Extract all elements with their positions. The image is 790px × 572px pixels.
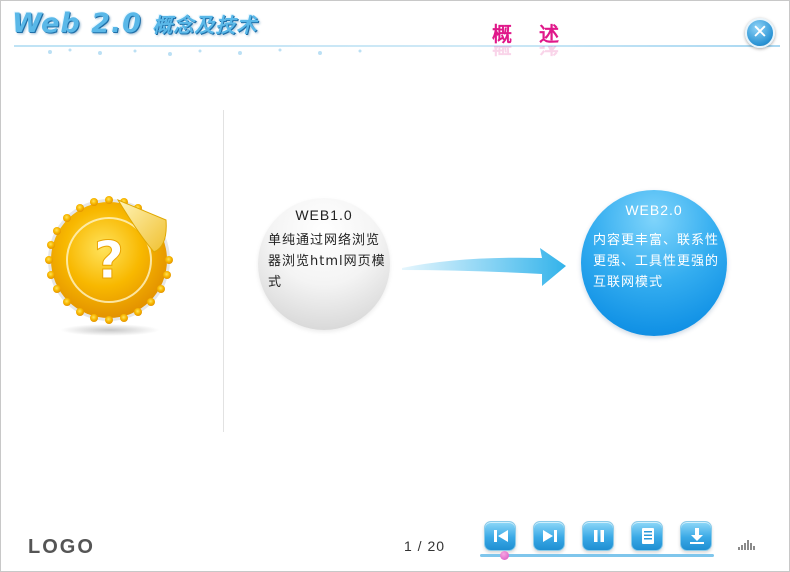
section-title-reflection: 概 述: [492, 46, 569, 58]
document-list-icon: [642, 528, 654, 544]
next-page-button[interactable]: [533, 521, 565, 551]
web2-description: 内容更丰富、联系性更强、工具性更强的互联网模式: [593, 233, 720, 290]
first-page-button[interactable]: [484, 521, 516, 551]
web1-title: WEB1.0: [295, 207, 353, 223]
header-divider: [14, 45, 780, 47]
question-badge: ?: [44, 196, 174, 341]
download-button[interactable]: [680, 521, 712, 551]
app-title-main: Web 2.0: [12, 8, 142, 39]
skip-back-icon: [494, 530, 508, 542]
volume-bars-icon[interactable]: [738, 538, 756, 550]
progress-track[interactable]: [480, 554, 714, 557]
app-title: Web 2.0 概念及技术: [12, 8, 257, 39]
app-title-sub: 概念及技术: [152, 13, 258, 37]
web1-circle: WEB1.0 单纯通过网络浏览器浏览html网页模式: [258, 198, 390, 330]
badge-shadow: [60, 324, 160, 336]
web2-title: WEB2.0: [625, 202, 683, 218]
skip-forward-icon: [543, 530, 557, 542]
water-splash-decoration: [48, 48, 362, 56]
pause-button[interactable]: [582, 521, 614, 551]
close-button[interactable]: ✕: [745, 18, 775, 48]
close-icon: ✕: [752, 21, 768, 43]
pause-icon: [594, 530, 604, 542]
progress-handle[interactable]: [500, 551, 509, 560]
question-seal-icon: ?: [45, 196, 173, 324]
web2-circle: WEB2.0 内容更丰富、联系性更强、工具性更强的互联网模式: [581, 190, 727, 336]
web1-description: 单纯通过网络浏览器浏览html网页模式: [268, 233, 386, 290]
question-mark: ?: [94, 231, 124, 291]
download-icon: [690, 528, 704, 544]
menu-button[interactable]: [631, 521, 663, 551]
logo: LOGO: [28, 536, 95, 558]
page-counter: 1 / 20: [404, 538, 446, 554]
arrow-right-icon: [402, 248, 566, 286]
section-title: 概 述: [492, 22, 569, 46]
vertical-divider: [223, 110, 224, 432]
